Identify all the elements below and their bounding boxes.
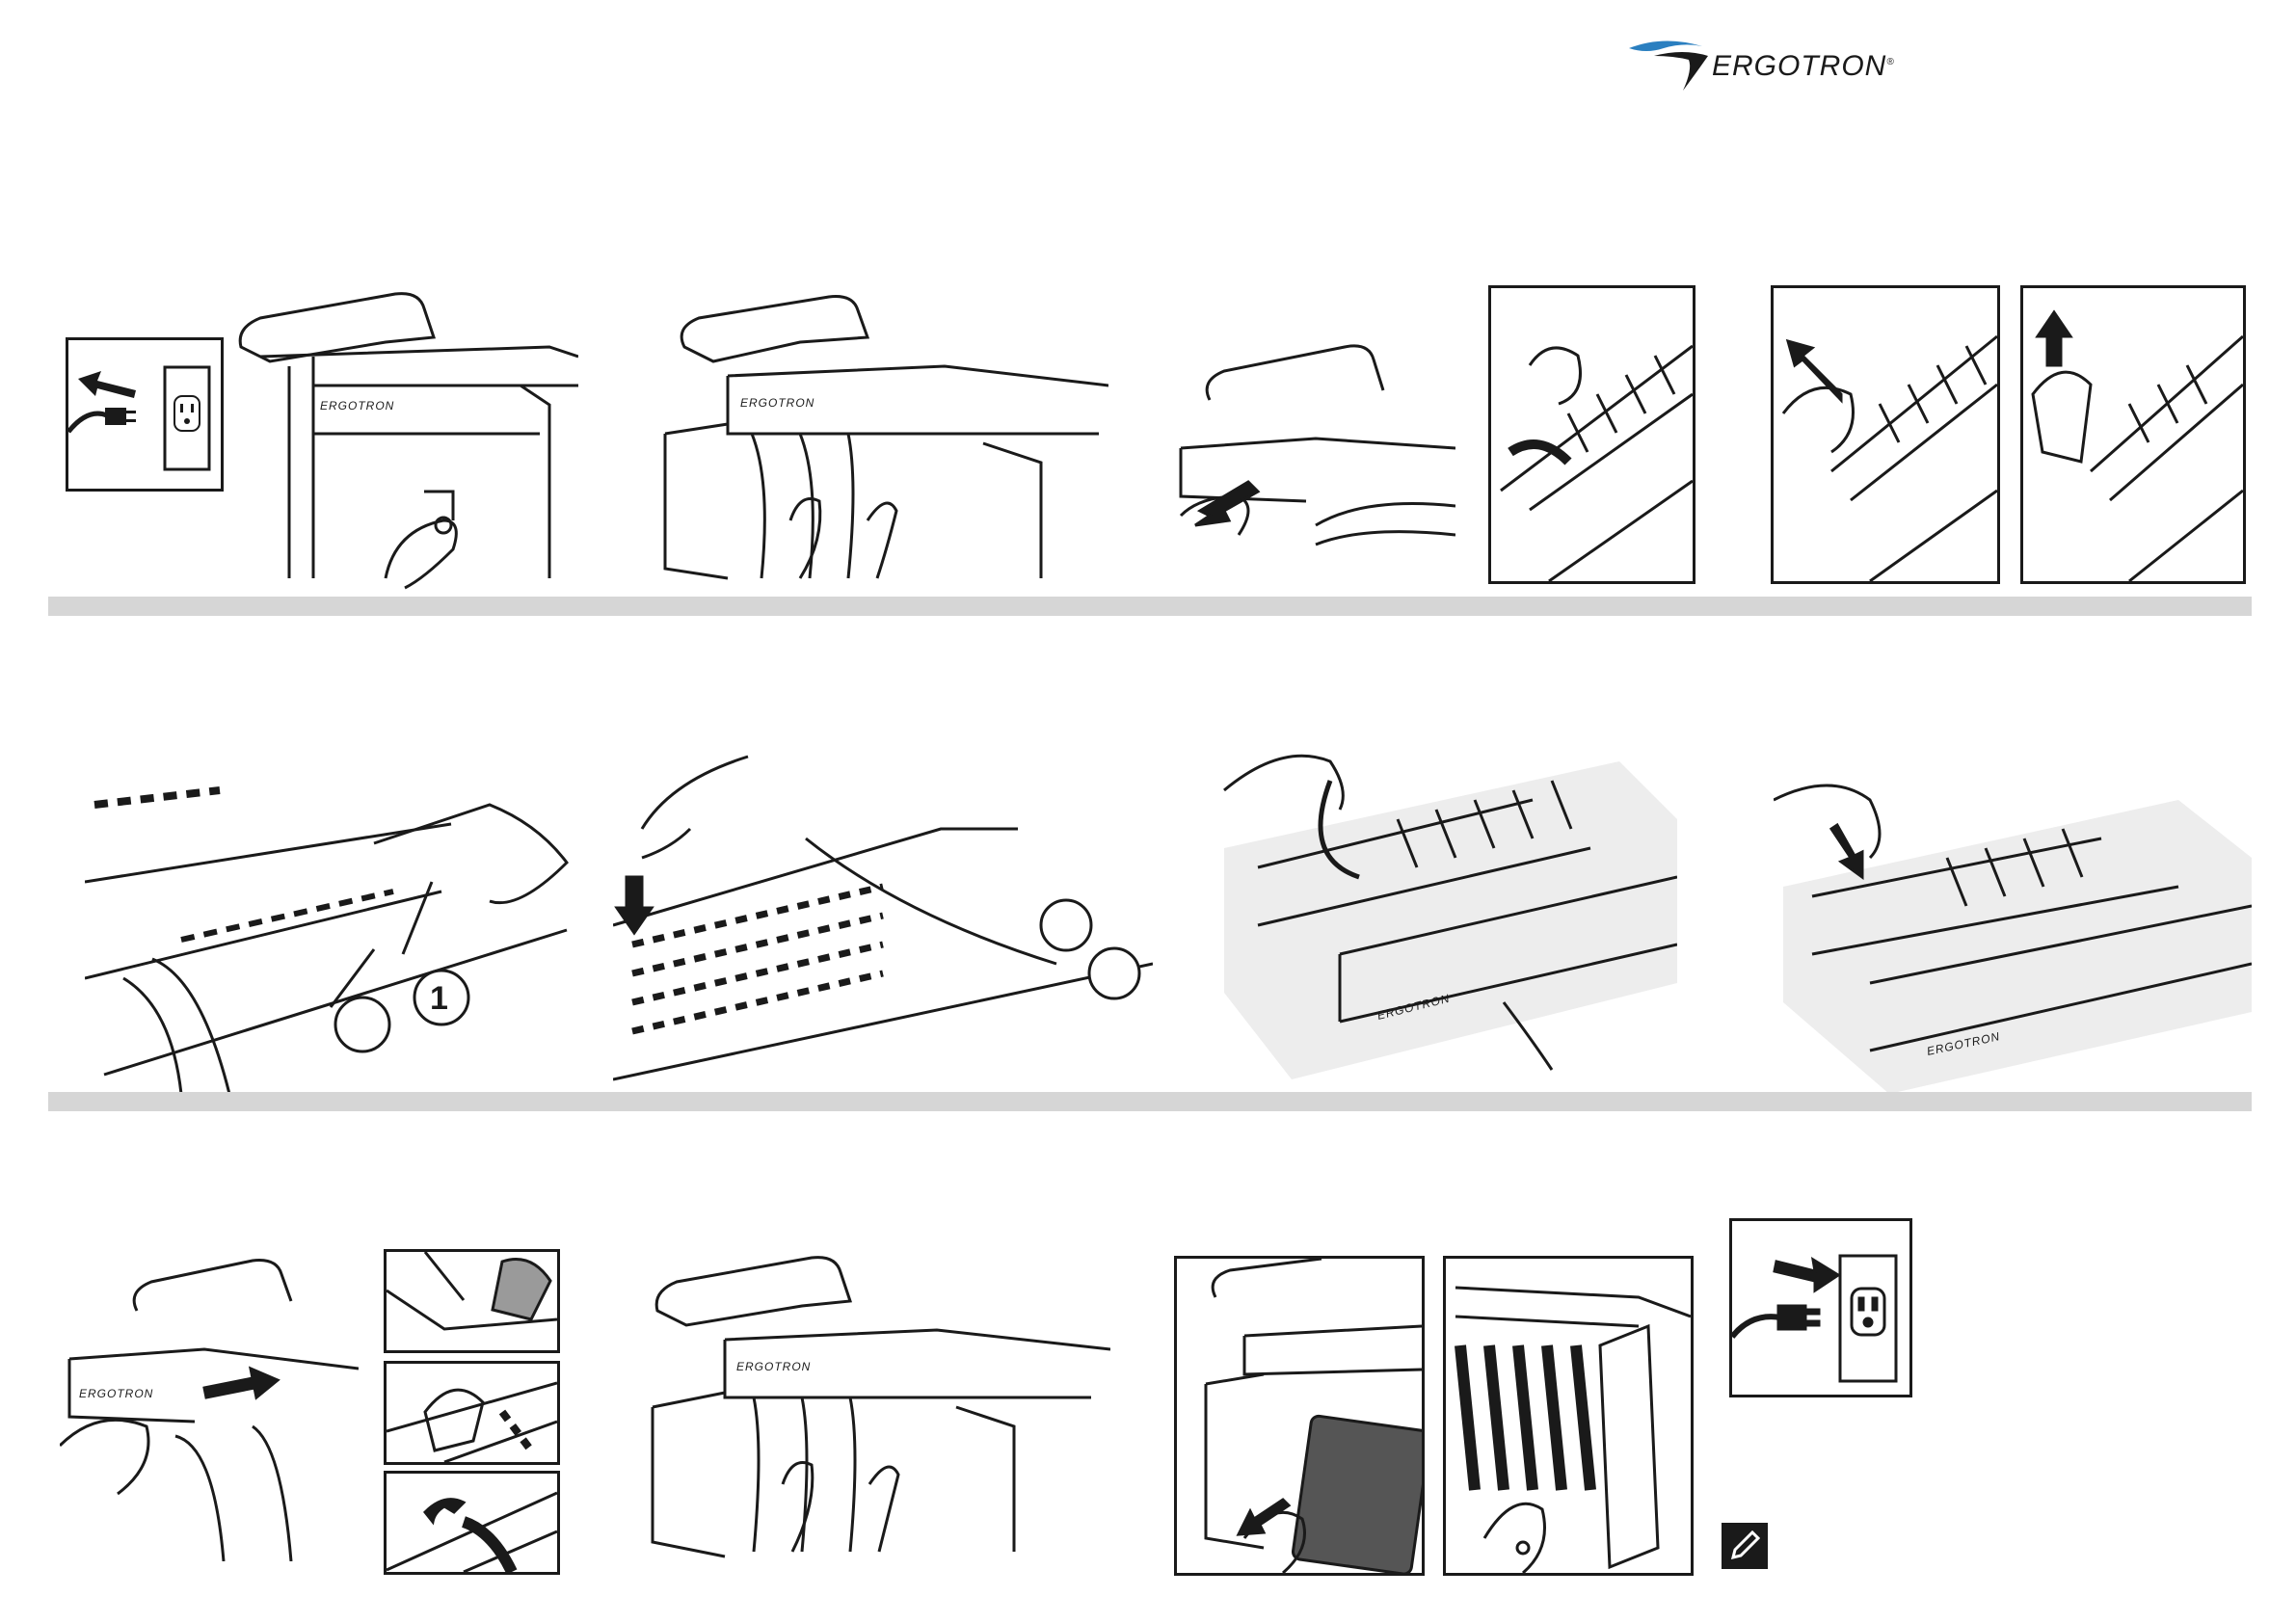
hand-icon <box>1530 348 1581 404</box>
callout-2 <box>335 998 389 1051</box>
arrow-icon <box>1788 341 1841 400</box>
step-insert-tray: ERGOTRON <box>60 1253 359 1561</box>
hand-icon-right <box>868 503 896 578</box>
tablet-icon <box>1292 1415 1422 1573</box>
step-remove-rail: 1 <box>85 785 586 1094</box>
hand-icon <box>1774 785 1880 858</box>
hand-icon <box>2033 372 2091 462</box>
arrow-icon <box>617 877 652 933</box>
step-pull-tray <box>1171 333 1455 583</box>
plug-in-arrow-icon <box>1775 1260 1838 1290</box>
hand-icon <box>386 520 456 588</box>
unplug-arrow-icon <box>78 371 136 398</box>
note-pencil-icon <box>1722 1523 1768 1569</box>
cart-brand-label-2: ERGOTRON <box>740 396 814 410</box>
step-plug-in-panel <box>1729 1218 1912 1397</box>
key-icon <box>1517 1542 1529 1554</box>
cart-brand-label: ERGOTRON <box>320 399 394 412</box>
outlet-icon <box>1840 1256 1896 1381</box>
detail-unplug-connector-panel <box>1771 285 2000 584</box>
tray-brand-label-3: ERGOTRON <box>79 1387 153 1400</box>
step-remove-device-panel <box>1174 1256 1425 1576</box>
step-unlock-cart: ERGOTRON <box>231 289 578 593</box>
step-route-cable <box>613 752 1153 1094</box>
outlet-icon <box>165 367 209 469</box>
callout-b <box>1089 948 1139 998</box>
hand-icon-left <box>790 499 820 579</box>
hand-icon-right <box>869 1467 898 1552</box>
step-seat-connector: ERGOTRON <box>1774 761 2252 1094</box>
callout-1-label: 1 <box>430 980 448 1017</box>
section-divider-2 <box>48 1092 2252 1111</box>
detail-insert-connector-2 <box>384 1361 560 1465</box>
cart-brand-label-3: ERGOTRON <box>736 1360 811 1373</box>
step-open-door: ERGOTRON <box>655 289 1108 583</box>
hand-icon <box>1484 1503 1545 1573</box>
arrow-icon <box>1831 825 1862 877</box>
section-divider-1 <box>48 597 2252 616</box>
step-unplug-panel <box>66 337 224 492</box>
detail-remove-connector-panel <box>2020 285 2246 584</box>
step-connect-cable: ERGOTRON <box>1205 704 1677 1079</box>
callout-a <box>1041 900 1091 950</box>
plug-icon <box>68 408 136 432</box>
arrow-icon <box>425 1500 464 1522</box>
arrow-icon <box>1195 482 1258 525</box>
detail-release-cable-panel <box>1488 285 1695 584</box>
detail-insert-connector-1 <box>384 1249 560 1353</box>
hand-icon <box>1783 387 1854 452</box>
logo-wordmark: ERGOTRON® <box>1712 50 1895 83</box>
plug-icon <box>1732 1306 1819 1337</box>
ergotron-logo: ERGOTRON® <box>1625 27 1876 94</box>
arrow-icon <box>1239 1500 1289 1534</box>
arrow-icon <box>2038 312 2070 365</box>
step-close-cart: ERGOTRON <box>648 1253 1110 1561</box>
step-insert-device-panel <box>1443 1256 1694 1576</box>
arrow-icon <box>204 1369 278 1397</box>
detail-secure-cable <box>384 1471 560 1575</box>
hand-icon <box>60 1420 148 1494</box>
